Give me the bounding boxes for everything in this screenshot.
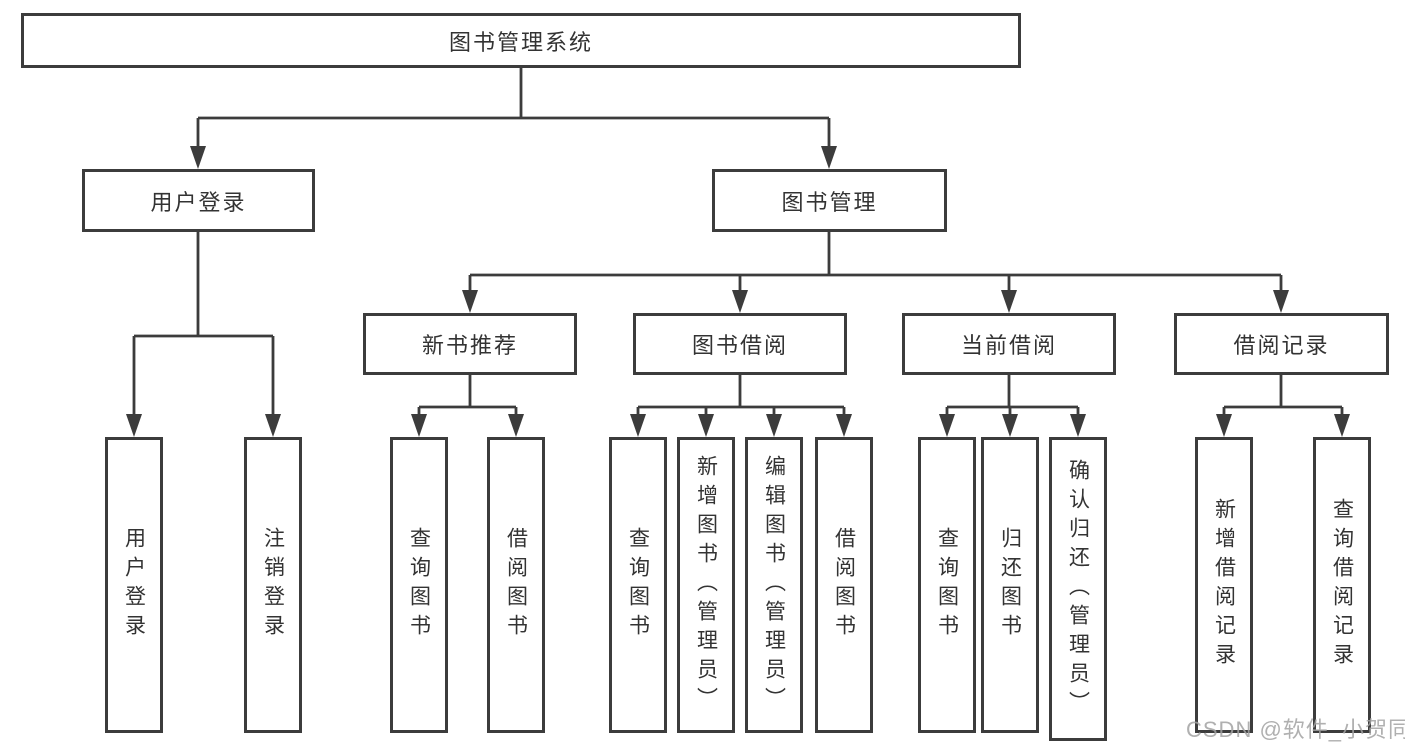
leaf-borrow-books-recommend-label: 借阅图书 bbox=[504, 527, 528, 643]
leaf-user-login: 用户登录 bbox=[105, 437, 163, 733]
leaf-add-book-admin: 新增图书（管理员） bbox=[677, 437, 735, 733]
node-new-book-recommendation-label: 新书推荐 bbox=[421, 333, 518, 358]
leaf-query-borrow-record: 查询借阅记录 bbox=[1313, 437, 1371, 733]
leaf-return-books-label: 归还图书 bbox=[998, 527, 1022, 643]
node-user-login-label: 用户登录 bbox=[150, 189, 247, 215]
leaf-query-books-current: 查询图书 bbox=[918, 437, 976, 733]
node-borrowing-records-label: 借阅记录 bbox=[1233, 333, 1330, 358]
leaf-confirm-return-admin: 确认归还（管理员） bbox=[1049, 437, 1107, 741]
leaf-query-books-recommend-label: 查询图书 bbox=[407, 527, 431, 643]
leaf-query-borrow-record-label: 查询借阅记录 bbox=[1330, 498, 1354, 672]
leaf-edit-book-admin-label: 编辑图书（管理员） bbox=[762, 454, 786, 716]
node-book-borrowing: 图书借阅 bbox=[633, 313, 847, 375]
node-current-borrowing-label: 当前借阅 bbox=[960, 333, 1057, 358]
leaf-borrow-books-recommend: 借阅图书 bbox=[487, 437, 545, 733]
leaf-query-books-recommend: 查询图书 bbox=[390, 437, 448, 733]
node-current-borrowing: 当前借阅 bbox=[902, 313, 1116, 375]
node-book-management-label: 图书管理 bbox=[781, 189, 878, 215]
leaf-add-borrow-record: 新增借阅记录 bbox=[1195, 437, 1253, 733]
leaf-logout: 注销登录 bbox=[244, 437, 302, 733]
leaf-borrow-books-borrowing: 借阅图书 bbox=[815, 437, 873, 733]
leaf-add-book-admin-label: 新增图书（管理员） bbox=[694, 454, 718, 716]
watermark: CSDN @软件_小贺同学 bbox=[1186, 717, 1405, 742]
leaf-user-login-label: 用户登录 bbox=[122, 527, 146, 643]
leaf-borrow-books-borrowing-label: 借阅图书 bbox=[832, 527, 856, 643]
node-book-management: 图书管理 bbox=[712, 169, 947, 232]
node-book-borrowing-label: 图书借阅 bbox=[691, 333, 788, 358]
leaf-query-books-current-label: 查询图书 bbox=[935, 527, 959, 643]
node-root: 图书管理系统 bbox=[21, 13, 1021, 68]
leaf-confirm-return-admin-label: 确认归还（管理员） bbox=[1066, 458, 1090, 720]
leaf-logout-label: 注销登录 bbox=[261, 527, 285, 643]
leaf-query-books-borrowing: 查询图书 bbox=[609, 437, 667, 733]
node-borrowing-records: 借阅记录 bbox=[1174, 313, 1389, 375]
leaf-add-borrow-record-label: 新增借阅记录 bbox=[1212, 498, 1236, 672]
leaf-edit-book-admin: 编辑图书（管理员） bbox=[745, 437, 803, 733]
node-root-label: 图书管理系统 bbox=[448, 29, 593, 55]
node-user-login: 用户登录 bbox=[82, 169, 315, 232]
node-new-book-recommendation: 新书推荐 bbox=[363, 313, 577, 375]
leaf-query-books-borrowing-label: 查询图书 bbox=[626, 527, 650, 643]
leaf-return-books: 归还图书 bbox=[981, 437, 1039, 733]
